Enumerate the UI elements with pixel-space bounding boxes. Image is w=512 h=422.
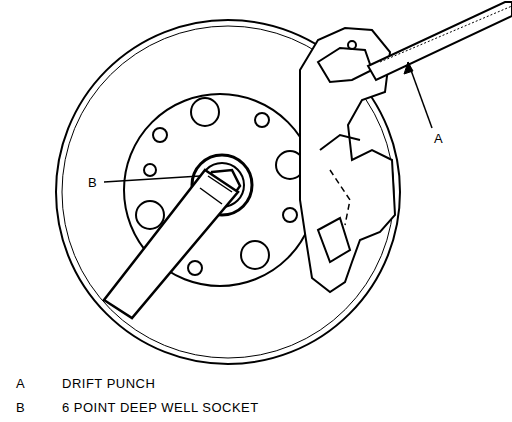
caliper-detail [318, 48, 372, 82]
legend-key: A [16, 377, 25, 390]
legend-text: 6 POINT DEEP WELL SOCKET [62, 401, 259, 414]
lug-hole [153, 128, 167, 142]
leader-arrow [404, 62, 413, 74]
hub-hole [136, 201, 164, 229]
brake-drum [56, 20, 400, 364]
lug-hole [188, 261, 202, 275]
hidden-line [330, 170, 350, 225]
wrench-handle [104, 170, 238, 318]
hub-hole [241, 241, 269, 269]
legend-key: B [16, 401, 25, 414]
callout-letter: A [434, 132, 443, 145]
drift-punch [368, 2, 512, 80]
drum-rim [62, 26, 394, 358]
lug-hole [144, 164, 156, 176]
hub-hole [191, 98, 219, 126]
caliper-bolt [348, 41, 356, 49]
wrench-head [200, 176, 232, 204]
leader-line [104, 176, 200, 182]
punch-shading [380, 6, 512, 62]
callout-letter: B [88, 176, 97, 189]
legend-text: DRIFT PUNCH [62, 377, 155, 390]
lug-hole [255, 113, 269, 127]
caliper-detail [320, 135, 360, 150]
lug-hole [283, 208, 297, 222]
